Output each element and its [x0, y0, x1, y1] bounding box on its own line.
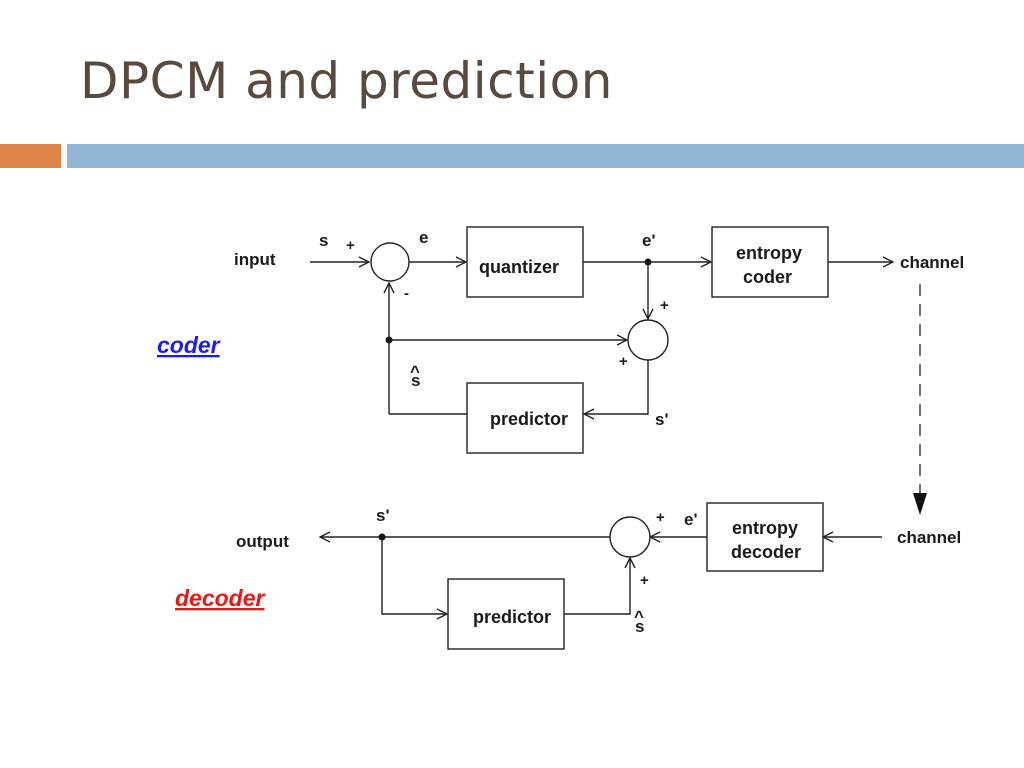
channel-link-arrowhead	[913, 493, 927, 515]
entropy-decoder-block	[706, 502, 824, 572]
coder-section: coder input s + - e quantizer e' entropy…	[157, 226, 964, 454]
predictor-block-decoder	[447, 578, 565, 650]
s-hat-coder-mark: ^	[410, 362, 420, 381]
s-input-label: s	[319, 231, 328, 250]
plus-input-sign: +	[346, 237, 355, 254]
quantizer-block	[466, 226, 584, 298]
plus-bottom-sign: +	[640, 572, 649, 589]
slide-title: DPCM and prediction	[80, 52, 613, 110]
decoder-adder	[609, 516, 651, 558]
input-label: input	[234, 250, 276, 269]
s-hat-decoder-mark: ^	[634, 607, 644, 626]
reconstruction-adder	[627, 319, 669, 361]
accent-bar-blue	[67, 144, 1024, 168]
entropy-coder-block	[711, 226, 829, 298]
s-hat-decoder-label: s	[635, 617, 644, 636]
subtractor-junction	[370, 242, 410, 282]
minus-feedback-sign: -	[404, 285, 409, 302]
plus-right-sign: +	[656, 509, 665, 526]
s-prime-coder-label: s'	[655, 410, 669, 429]
predictor-label-decoder: predictor	[473, 607, 551, 627]
decoder-section: decoder channel entropy decoder e' + + o…	[175, 502, 961, 650]
s-prime-decoder-label: s'	[376, 506, 390, 525]
e-prime-label: e'	[642, 231, 656, 250]
plus-top-sign: +	[660, 297, 669, 314]
s-hat-coder-label: s	[411, 371, 420, 390]
output-to-predictor-arrow	[381, 537, 447, 614]
channel-label-decoder: channel	[897, 528, 961, 547]
predictor-block-coder	[466, 382, 584, 454]
entropy-decoder-line2: decoder	[731, 542, 801, 562]
entropy-decoder-line1: entropy	[732, 518, 798, 538]
predictor-label-coder: predictor	[490, 409, 568, 429]
reconstructed-to-predictor-arrow	[584, 360, 649, 414]
output-label: output	[236, 532, 289, 551]
e-label: e	[419, 228, 428, 247]
plus-left-sign: +	[619, 353, 628, 370]
coder-section-label: coder	[157, 332, 221, 358]
e-prime-decoder-label: e'	[684, 510, 698, 529]
quantizer-label: quantizer	[479, 257, 559, 277]
decoder-section-label: decoder	[175, 585, 266, 611]
entropy-coder-line2: coder	[743, 267, 792, 287]
entropy-coder-line1: entropy	[736, 243, 802, 263]
channel-label-coder: channel	[900, 253, 964, 272]
accent-bar-orange	[0, 144, 61, 168]
prediction-to-decoder-adder-arrow	[564, 558, 630, 615]
